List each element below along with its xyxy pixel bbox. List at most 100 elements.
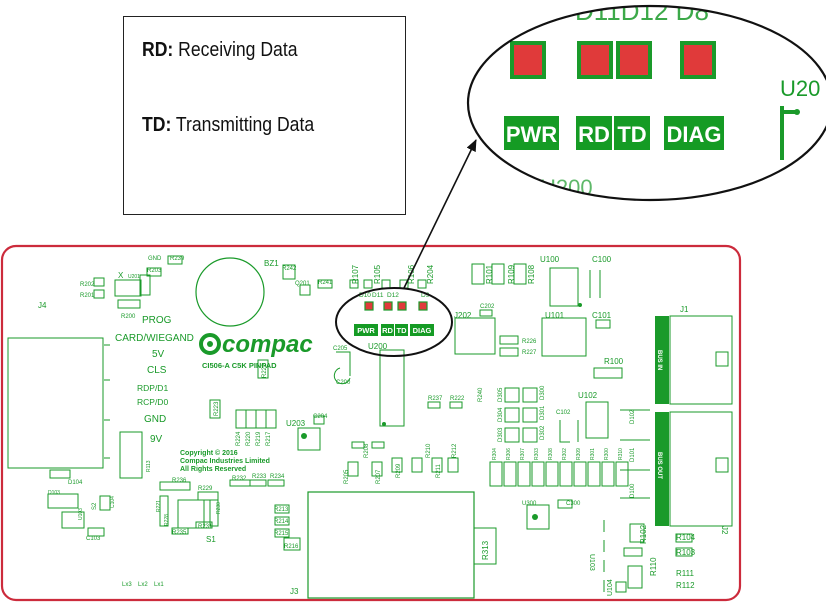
zoom-background <box>468 6 826 200</box>
ref-u200: U200 <box>368 342 388 351</box>
zoom-ellipse-border <box>466 4 826 202</box>
ref-r302: R302 <box>562 448 568 460</box>
ref-j202: J202 <box>454 311 472 320</box>
ref-r217: R217 <box>266 431 272 446</box>
led-ref-d10: D10 <box>359 292 371 299</box>
copyright-line-1: Copyright © 2016 <box>180 449 238 457</box>
zoom-bottom-text: U200 <box>540 175 593 200</box>
pcb-label-pwr-bg <box>354 324 378 336</box>
ref-c100: C100 <box>592 255 612 264</box>
ref-u203: U203 <box>286 419 306 428</box>
ref-r313: R313 <box>481 540 490 560</box>
zoom-label-rd: RD <box>578 122 610 147</box>
zoom-labels: PWR RD TD DIAG <box>504 116 724 150</box>
ref-r208: R208 <box>364 443 370 458</box>
side-label-5v: 5V <box>152 349 165 360</box>
legend-rd-abbr: RD: <box>142 39 174 61</box>
ref-r215: R215 <box>274 531 289 537</box>
ref-r237: R237 <box>428 396 443 402</box>
ref-r202: R202 <box>80 282 95 288</box>
pcb-dark-marks <box>301 303 669 526</box>
legend-td-text: Transmitting Data <box>175 114 315 136</box>
ref-r232: R232 <box>232 476 247 482</box>
ref-u100: U100 <box>540 255 560 264</box>
ref-r234: R234 <box>270 474 285 480</box>
led-ref-d12: D12 <box>387 292 399 299</box>
side-label-rdp: RDP/D1 <box>137 383 168 393</box>
ref-c102: C102 <box>556 410 571 416</box>
ref-r242: R242 <box>282 266 297 272</box>
ref-d103: D103 <box>48 490 60 496</box>
legend-rd: RD: Receiving Data <box>142 39 298 62</box>
callout-arrow <box>403 139 477 289</box>
ref-r235: R235 <box>172 530 187 536</box>
pcb-led-diag <box>418 301 428 311</box>
ref-r104: R104 <box>676 533 696 542</box>
ref-r304: R304 <box>492 448 498 460</box>
ref-gnd: GND <box>148 256 162 262</box>
board-model: CI506-A C5K PINPAD <box>202 361 277 370</box>
zoom-label-td-bg <box>614 116 650 150</box>
ref-r223: R223 <box>214 401 220 416</box>
ref-r226: R226 <box>522 339 537 345</box>
ref-r108: R108 <box>527 264 536 284</box>
ref-u300: U300 <box>522 501 537 507</box>
ref-r110: R110 <box>649 557 658 576</box>
ref-r309: R309 <box>576 448 582 460</box>
zoom-label-pwr: PWR <box>506 122 557 147</box>
ref-r112: R112 <box>676 581 695 590</box>
connector-j4: J4 <box>38 301 47 310</box>
ref-r102: R102 <box>639 524 648 544</box>
ref-r306: R306 <box>506 448 512 460</box>
ref-d301: D301 <box>540 405 546 420</box>
brand-name: compac <box>222 331 313 358</box>
pcb-led-group: PWR RD TD DIAG D10 D11 D12 D9 <box>354 292 434 336</box>
zoom-label-diag: DIAG <box>667 122 722 147</box>
led-ref-d9: D9 <box>421 292 430 299</box>
pcb-outline <box>0 244 742 602</box>
ref-r227: R227 <box>522 350 537 356</box>
zoom-right-text: U20 <box>780 76 820 101</box>
ref-r241: R241 <box>318 280 333 286</box>
zoom-led-diag <box>680 41 716 79</box>
switch-s1: S1 <box>206 535 216 544</box>
zoom-led-td <box>616 41 652 79</box>
pcb-led-td <box>397 301 407 311</box>
connector-j1: J1 <box>680 305 689 314</box>
connector-labels: J1 J2 J3 J4 S1 S2 <box>38 301 729 596</box>
pcb-label-diag: DIAG <box>413 326 432 335</box>
legend-box: RD: Receiving Data TD: Transmitting Data <box>123 16 406 215</box>
ref-r216: R216 <box>284 544 299 550</box>
ref-r203: R203 <box>147 268 162 274</box>
bus-in-label: BUS IN <box>656 350 662 370</box>
ref-r103: R103 <box>676 548 696 557</box>
ref-r233: R233 <box>252 474 267 480</box>
pcb-label-pwr: PWR <box>357 326 375 335</box>
ref-r105: R105 <box>373 264 382 284</box>
ref-r222: R222 <box>450 396 465 402</box>
ref-x: X <box>118 271 124 280</box>
zoom-leds <box>510 41 716 79</box>
ref-r231: R231 <box>198 524 213 530</box>
pcb-label-td: TD <box>397 326 408 335</box>
zoom-label-diag-bg <box>664 116 724 150</box>
ref-d303: D303 <box>498 427 504 442</box>
zoom-led-rd <box>577 41 613 79</box>
ref-c200: C200 <box>336 380 351 386</box>
ref-r230: R230 <box>216 502 222 514</box>
compac-logo: compac <box>199 331 313 358</box>
ref-r200: R200 <box>121 314 136 320</box>
side-label-rcp: RCP/D0 <box>137 397 168 407</box>
ref-r222a: R222 <box>262 363 268 378</box>
copyright-line-3: All Rights Reserved <box>180 466 246 473</box>
zoom-label-pwr-bg <box>504 116 559 150</box>
ref-r111: R111 <box>676 569 694 578</box>
side-label-gnd: GND <box>144 414 166 425</box>
ref-r236: R236 <box>172 478 187 484</box>
ref-r229: R229 <box>198 486 213 492</box>
zoom-label-td: TD <box>617 122 646 147</box>
ref-c205: C205 <box>333 346 348 352</box>
bus-out-label: BUS OUT <box>656 452 662 479</box>
